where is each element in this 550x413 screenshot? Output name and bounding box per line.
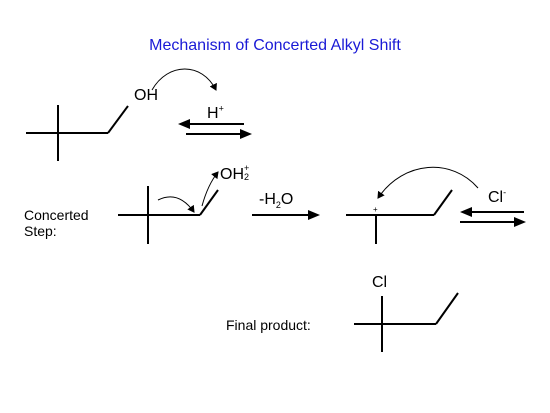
h-plus-label: H+ <box>207 103 224 122</box>
concerted-step-label: Concerted Step: <box>24 207 89 239</box>
chloride-label: Cl- <box>488 187 507 206</box>
curved-arrow-methyl-shift <box>157 196 195 213</box>
oh2-plus-label: OH+2 <box>220 163 250 183</box>
equilibrium-arrows-1 <box>178 119 252 139</box>
oh-label: OH <box>134 87 158 104</box>
equilibrium-arrows-2 <box>460 207 526 227</box>
page-title: Mechanism of Concerted Alkyl Shift <box>149 37 401 54</box>
carbocation-charge: + <box>373 205 378 214</box>
curved-arrow-leaving-group <box>201 171 219 207</box>
molecule-alcohol <box>26 105 129 161</box>
concerted-label-line1: Concerted <box>24 207 89 223</box>
minus-water-label: -H2O <box>259 191 294 211</box>
concerted-label-line2: Step: <box>24 223 57 240</box>
molecule-carbocation <box>346 189 453 244</box>
curved-arrow-chloride-attack <box>377 166 479 199</box>
cl-substituent-label: Cl <box>372 274 388 291</box>
forward-arrow-loss-water <box>252 210 320 220</box>
curved-arrow-protonation <box>151 68 217 91</box>
molecule-final-product <box>354 292 459 352</box>
final-product-label: Final product: <box>226 317 311 333</box>
molecule-oxonium <box>118 186 219 244</box>
